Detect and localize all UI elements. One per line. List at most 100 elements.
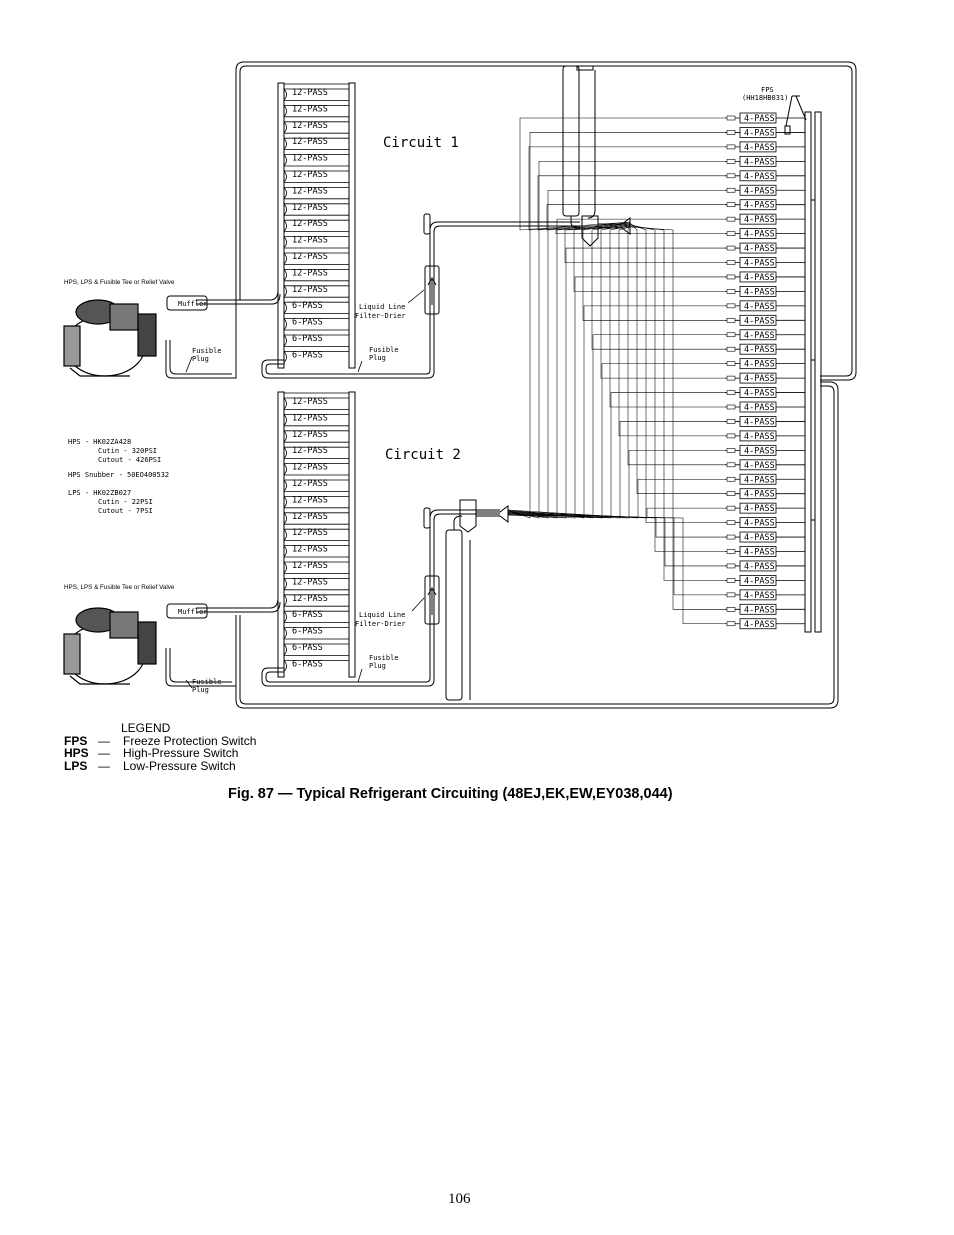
distributor-tube <box>582 222 725 321</box>
circuit2-pass-15: 6-PASS <box>283 622 349 639</box>
evaporator-pass-label: 4-PASS <box>744 591 775 601</box>
filter-drier-2-line1: Liquid Line <box>359 611 405 619</box>
circuit2-pass-label: 12-PASS <box>292 561 328 571</box>
circuit1-pass-label: 12-PASS <box>292 268 328 278</box>
fusible-plug-comp-1-a: Fusible <box>192 347 222 355</box>
filter-drier-2-line2: Filter-Drier <box>355 620 406 628</box>
evaporator-pass-label: 4-PASS <box>744 389 775 399</box>
circuit1-pass-label: 6-PASS <box>292 350 323 360</box>
evaporator-pass-label: 4-PASS <box>744 417 775 427</box>
distributor-tube <box>507 276 725 519</box>
evaporator-pass-34: 4-PASS <box>725 589 805 601</box>
legend-text: High-Pressure Switch <box>123 746 239 761</box>
circuit2-pass-4: 12-PASS <box>283 441 349 459</box>
distributor-tube <box>629 226 725 610</box>
circuit2-pass-label: 12-PASS <box>292 463 328 473</box>
fusible-plug-line-1-a: Fusible <box>369 346 399 354</box>
distributor-tube <box>629 223 725 523</box>
hps-tee-label-1: HPS, LPS & Fusible Tee or Relief Valve <box>64 279 175 286</box>
fusible-plug-comp-2-b: Plug <box>192 686 209 694</box>
evaporator-pass-26: 4-PASS <box>725 473 805 485</box>
evaporator-pass-label: 4-PASS <box>744 302 775 312</box>
evaporator-pass-label: 4-PASS <box>744 432 775 442</box>
hps-cutout-note: Cutout - 426PSI <box>98 456 161 464</box>
evaporator-pass-17: 4-PASS <box>725 343 805 355</box>
evaporator-pass-13: 4-PASS <box>725 285 805 297</box>
circuit1-pass-5: 12-PASS <box>283 149 349 166</box>
legend-dash: — <box>98 733 110 748</box>
distributor-tube <box>629 222 725 494</box>
circuit1-pass-16: 6-PASS <box>283 329 349 347</box>
evaporator-pass-label: 4-PASS <box>744 331 775 341</box>
circuit1-pass-10: 12-PASS <box>283 231 349 248</box>
evaporator-pass-29: 4-PASS <box>725 517 805 529</box>
fusible-plug-line-2-b: Plug <box>369 662 386 670</box>
legend-row-fps: FPS — Freeze Protection Switch <box>64 733 256 748</box>
evaporator-pass-label: 4-PASS <box>744 172 775 182</box>
distributor-tube <box>555 225 725 234</box>
circuit2-pass-9: 12-PASS <box>283 523 349 541</box>
distributor-tube <box>591 223 725 350</box>
legend-dash: — <box>98 746 110 761</box>
fps-part-number: (HH18HB031) <box>742 94 788 102</box>
distributor-tube <box>600 224 725 379</box>
evaporator-pass-label: 4-PASS <box>744 374 775 384</box>
lps-cutin-note: Cutin - 22PSI <box>98 498 153 506</box>
distributor-tube <box>629 224 725 552</box>
circuit2-pass-label: 12-PASS <box>292 397 328 407</box>
circuit2-pass-2: 12-PASS <box>283 409 349 426</box>
legend-row-lps: LPS — Low-Pressure Switch <box>64 760 256 773</box>
evaporator-pass-9: 4-PASS <box>725 228 805 240</box>
filter-drier-1-line2: Filter-Drier <box>355 312 406 320</box>
fusible-plug-comp-1-b: Plug <box>192 355 209 363</box>
circuit1-pass-17: 6-PASS <box>283 346 349 363</box>
evaporator-pass-10: 4-PASS <box>725 242 805 254</box>
evaporator-pass-25: 4-PASS <box>725 459 805 471</box>
fusible-plug-line-2-a: Fusible <box>369 654 399 662</box>
circuit2-pass-5: 12-PASS <box>283 458 349 475</box>
circuit1-pass-15: 6-PASS <box>283 313 349 330</box>
circuit1-pass-label: 12-PASS <box>292 285 328 295</box>
evaporator-pass-label: 4-PASS <box>744 345 775 355</box>
evaporator-pass-23: 4-PASS <box>725 430 805 442</box>
compressor-1 <box>63 299 157 377</box>
distributor-tube <box>627 221 725 466</box>
evaporator-pass-label: 4-PASS <box>744 403 775 413</box>
evaporator-pass-label: 4-PASS <box>744 259 775 269</box>
evaporator-pass-19: 4-PASS <box>725 372 805 384</box>
circuit1-pass-label: 12-PASS <box>292 236 328 246</box>
evaporator-pass-20: 4-PASS <box>725 387 805 399</box>
distributor-tube <box>546 204 725 231</box>
evaporator-pass-33: 4-PASS <box>725 575 805 586</box>
lps-cutout-note: Cutout - 7PSI <box>98 507 153 515</box>
distributor-tube <box>507 513 725 596</box>
evaporator-pass-label: 4-PASS <box>744 360 775 370</box>
circuit1-pass-label: 12-PASS <box>292 219 328 229</box>
circuit1-pass-label: 12-PASS <box>292 154 328 164</box>
distributor-tube <box>537 175 725 231</box>
circuit1-pass-4: 12-PASS <box>283 132 349 150</box>
hps-tee-label-2: HPS, LPS & Fusible Tee or Relief Valve <box>64 584 175 591</box>
circuit2-pass-12: 12-PASS <box>283 573 349 590</box>
circuit2-pass-label: 6-PASS <box>292 643 323 653</box>
circuit2-pass-8: 12-PASS <box>283 507 349 525</box>
circuit1-pass-1: 12-PASS <box>283 83 349 101</box>
muffler-label-1: Muffler <box>178 300 208 308</box>
evaporator-pass-label: 4-PASS <box>744 490 775 500</box>
evaporator-pass-8: 4-PASS <box>725 213 805 225</box>
distributor-tube <box>507 189 725 519</box>
fps-label: FPS <box>761 86 774 94</box>
circuit1-pass-11: 12-PASS <box>283 247 349 265</box>
evaporator-pass-35: 4-PASS <box>725 603 805 615</box>
evaporator-pass-label: 4-PASS <box>744 620 775 630</box>
evaporator-pass-label: 4-PASS <box>744 273 775 283</box>
distributor-tube <box>618 226 725 437</box>
circuit1-pass-label: 12-PASS <box>292 186 328 196</box>
lps-note: LPS - HK02ZB027 <box>68 489 131 497</box>
evaporator-pass-12: 4-PASS <box>725 271 805 283</box>
legend-row-hps: HPS — High-Pressure Switch <box>64 747 256 760</box>
distributor-tube <box>507 514 725 625</box>
circuit1-pass-label: 12-PASS <box>292 252 328 262</box>
evaporator-pass-28: 4-PASS <box>725 502 805 514</box>
